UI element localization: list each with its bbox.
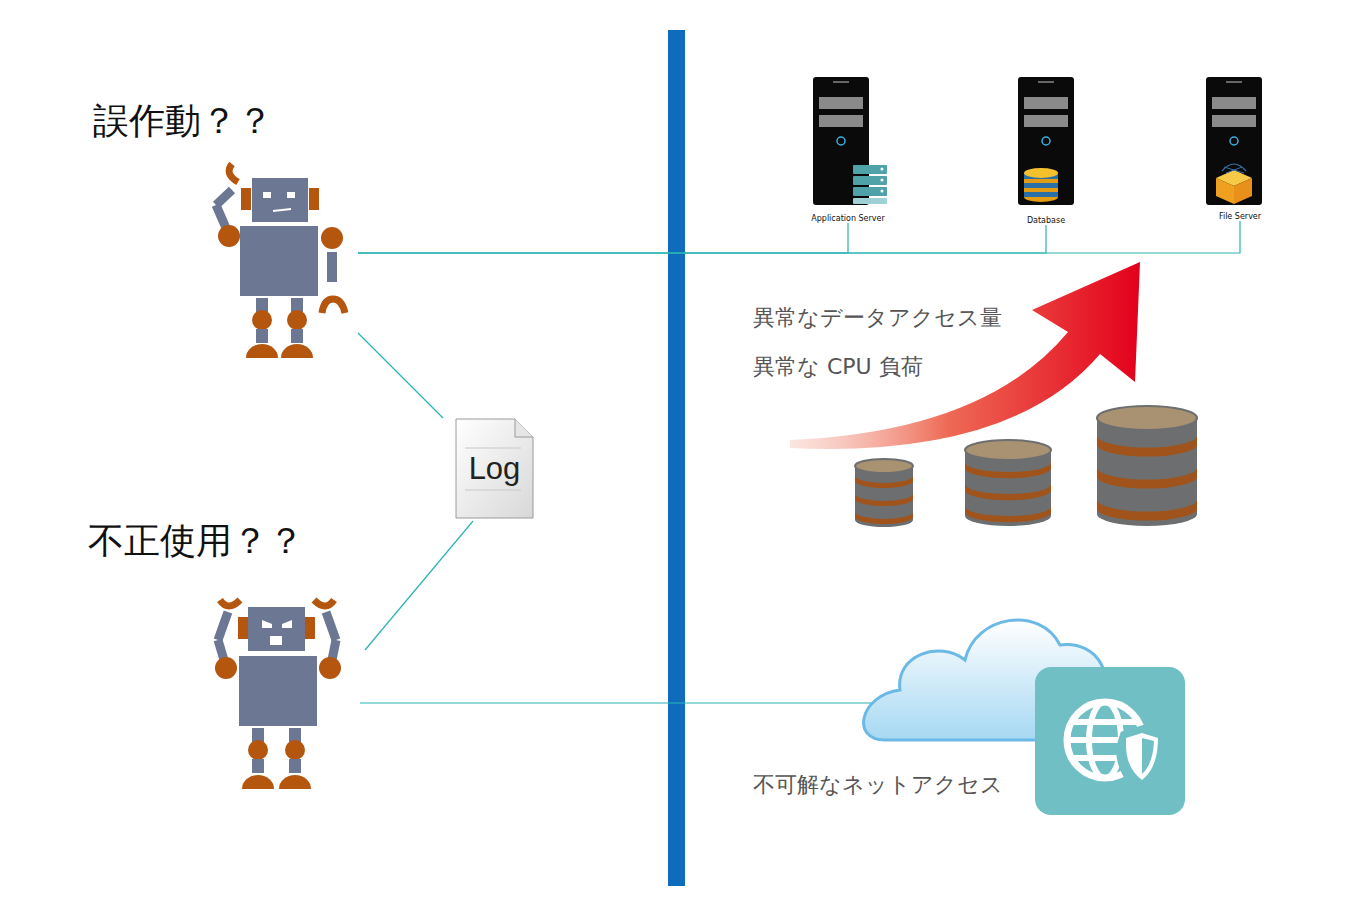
robot-figure: 誤作動？？ (88, 95, 358, 365)
link-line (358, 333, 443, 418)
note-text: 異常な CPU 負荷 (753, 352, 923, 382)
link-line (365, 521, 473, 650)
server-label: Application Server (811, 214, 884, 223)
node-picture (996, 75, 1096, 225)
divider-bar (668, 30, 685, 886)
note-text: 異常なデータアクセス量 (753, 303, 1002, 333)
robot-figure: 不正使用？？ (85, 515, 365, 795)
server-label: File Server (1219, 212, 1261, 221)
link-line (358, 223, 848, 253)
net-line (360, 702, 880, 703)
server-label: Database (1027, 216, 1065, 225)
link-line (358, 225, 1046, 253)
node-picture (1190, 75, 1290, 221)
question-heading: 不正使用？？ (85, 515, 304, 566)
globe-shield-icon (1035, 667, 1185, 815)
link-line (358, 221, 1240, 253)
data-stacks (855, 406, 1197, 527)
log-label: Log (469, 451, 521, 487)
node-picture (798, 75, 898, 223)
note-text: 不可解なネットアクセス (753, 770, 1003, 800)
server-tower: File Server (1190, 75, 1290, 221)
server-tower: Application Server (798, 75, 898, 223)
log-document: Log (455, 418, 534, 519)
question-heading: 誤作動？？ (88, 95, 273, 146)
server-tower: Database (996, 75, 1096, 225)
